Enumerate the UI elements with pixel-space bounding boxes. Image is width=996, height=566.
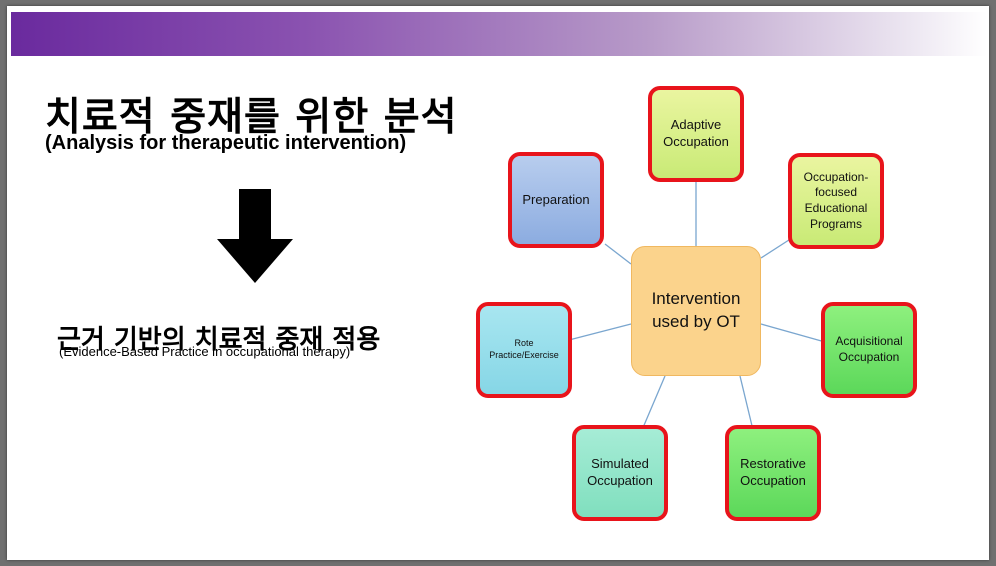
connector-restorative — [739, 375, 754, 431]
connector-rote — [568, 323, 632, 341]
node-educational-programs: Occupation- focused Educational Programs — [788, 153, 884, 249]
node-line: Practice/Exercise — [489, 350, 559, 360]
node-line: Occupation — [663, 134, 729, 149]
node-restorative-occupation: Restorative Occupation — [725, 425, 821, 521]
slide-subtitle: 근거 기반의 치료적 중재 적용 — [57, 325, 381, 355]
slide: 치료적 중재를 위한 분석 (Analysis for therapeutic … — [7, 6, 989, 560]
connector-simulated — [641, 375, 666, 431]
node-line: Occupation — [838, 350, 900, 364]
center-line-1: Intervention — [651, 289, 741, 309]
node-line: Rote — [514, 338, 534, 349]
node-line: Occupation — [740, 473, 806, 488]
slide-title: 치료적 중재를 위한 분석 — [45, 95, 458, 140]
node-line: Restorative — [740, 456, 806, 472]
node-line: Occupation- — [803, 169, 869, 184]
node-line: Preparation — [522, 191, 590, 207]
center-node: Intervention used by OT — [631, 246, 761, 376]
node-acquisitional-occupation: Acquisitional Occupation — [821, 302, 917, 398]
node-line: Adaptive — [670, 117, 722, 133]
title-band — [11, 12, 987, 56]
connector-preparation — [604, 243, 632, 265]
node-line: Occupation — [587, 473, 653, 488]
node-adaptive-occupation: Adaptive Occupation — [648, 86, 744, 182]
node-line: Programs — [809, 216, 862, 231]
node-simulated-occupation: Simulated Occupation — [572, 425, 668, 521]
node-rote-practice: Rote Practice/Exercise — [476, 302, 572, 398]
down-arrow-icon — [217, 189, 293, 283]
node-line: Simulated — [591, 456, 649, 472]
center-line-2: used by OT — [652, 312, 740, 331]
node-line: focused — [814, 185, 857, 200]
node-line: Educational — [804, 201, 868, 215]
connector-lines — [568, 182, 826, 431]
connector-acquisitional — [760, 323, 826, 343]
connector-educational — [760, 237, 793, 259]
slide-title-english: (Analysis for therapeutic intervention) — [45, 132, 407, 154]
node-line: Acquisitional — [835, 334, 903, 349]
slide-subtitle-english: (Evidence-Based Practice in occupational… — [59, 344, 351, 359]
node-preparation: Preparation — [508, 152, 604, 248]
